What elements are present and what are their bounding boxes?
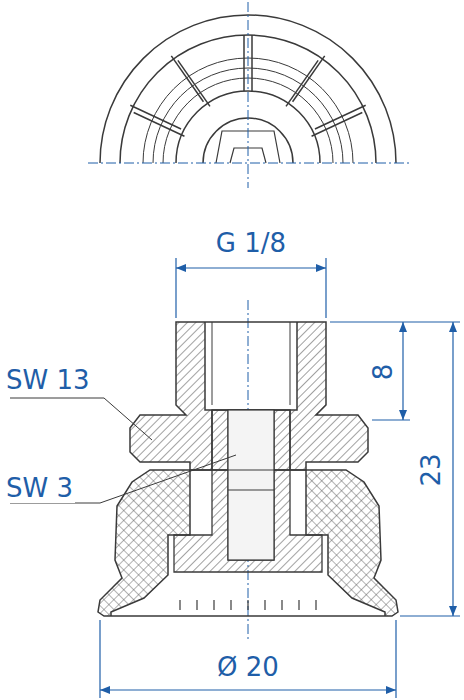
tooth: [230, 600, 231, 610]
rib: [251, 35, 253, 91]
tooth: [247, 600, 248, 610]
center-lines: [88, 2, 410, 640]
rib: [315, 105, 366, 129]
thread-line: [290, 322, 291, 405]
tooth: [264, 600, 265, 610]
tooth: [298, 600, 299, 610]
rib: [171, 56, 203, 102]
tooth: [213, 600, 214, 610]
diameter-dimension: Ø 20: [215, 652, 281, 682]
insert-sw3: [174, 410, 322, 572]
hex-socket: [228, 410, 274, 560]
rib: [286, 60, 318, 106]
cup-teeth: [180, 600, 316, 610]
tooth: [196, 600, 197, 610]
rib: [243, 35, 245, 91]
tooth: [179, 600, 180, 610]
thread-line: [212, 322, 213, 405]
height-dimension: 8: [368, 362, 398, 383]
wrench-size: SW 3: [4, 473, 75, 503]
rib: [130, 105, 181, 129]
height-dimension: 23: [416, 451, 446, 488]
dimension-lines: [100, 258, 460, 698]
rib: [178, 60, 210, 106]
tooth: [315, 600, 316, 610]
wrench-size: SW 13: [4, 365, 92, 395]
rib: [312, 113, 363, 137]
rib: [134, 113, 185, 137]
socket-edge: [228, 470, 274, 471]
socket-edge: [228, 490, 274, 491]
tooth: [281, 600, 282, 610]
rib: [293, 56, 325, 102]
thread-dimension: G 1/8: [214, 228, 288, 258]
